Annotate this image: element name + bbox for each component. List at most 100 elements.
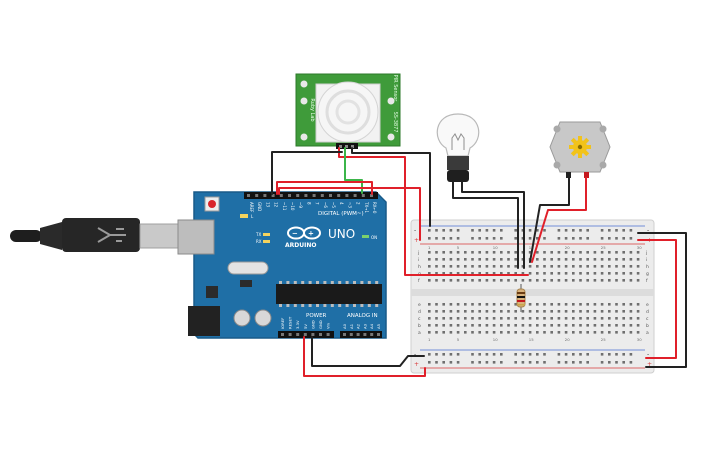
rail-hole[interactable] [514,361,517,364]
digital-pin-hole[interactable] [247,194,250,197]
terminal-hole[interactable] [550,258,553,261]
rail-hole[interactable] [622,353,625,356]
digital-pin-hole[interactable] [263,194,267,197]
terminal-hole[interactable] [500,324,503,327]
terminal-hole[interactable] [442,310,445,313]
terminal-hole[interactable] [615,251,618,254]
terminal-hole[interactable] [435,251,438,254]
rail-hole[interactable] [528,361,532,364]
terminal-hole[interactable] [456,303,460,306]
power-pin-hole[interactable] [319,333,322,336]
terminal-hole[interactable] [543,258,546,261]
terminal-hole[interactable] [456,310,460,313]
terminal-hole[interactable] [615,310,618,313]
terminal-hole[interactable] [500,265,503,268]
terminal-hole[interactable] [536,310,539,313]
terminal-hole[interactable] [528,310,532,313]
rail-hole[interactable] [557,361,561,364]
rail-hole[interactable] [449,361,453,364]
terminal-hole[interactable] [528,303,532,306]
rail-hole[interactable] [579,229,582,232]
digital-pin-hole[interactable] [361,194,365,197]
terminal-hole[interactable] [521,265,525,268]
power-pin-hole[interactable] [311,333,315,336]
terminal-hole[interactable] [550,251,553,254]
rail-hole[interactable] [586,353,589,356]
terminal-hole[interactable] [615,331,618,334]
terminal-hole[interactable] [521,331,525,334]
terminal-hole[interactable] [636,265,640,268]
terminal-hole[interactable] [435,324,438,327]
terminal-hole[interactable] [442,324,445,327]
rail-hole[interactable] [485,229,489,232]
terminal-hole[interactable] [608,258,611,261]
power-pin-hole[interactable] [288,333,292,336]
rail-hole[interactable] [579,361,582,364]
terminal-hole[interactable] [528,331,532,334]
terminal-hole[interactable] [528,265,532,268]
terminal-hole[interactable] [593,324,597,327]
rail-hole[interactable] [536,361,539,364]
analog-pin-hole[interactable] [349,333,353,336]
rail-hole[interactable] [622,361,625,364]
terminal-hole[interactable] [564,279,568,282]
terminal-hole[interactable] [593,303,597,306]
terminal-hole[interactable] [485,310,489,313]
power-pin-hole[interactable] [326,333,330,336]
power-pin-hole[interactable] [281,333,284,336]
digital-pin-hole[interactable] [312,194,316,197]
rail-hole[interactable] [492,361,496,364]
terminal-hole[interactable] [521,251,525,254]
terminal-hole[interactable] [557,265,561,268]
rail-hole[interactable] [435,353,438,356]
terminal-hole[interactable] [557,272,561,275]
terminal-hole[interactable] [636,317,640,320]
terminal-hole[interactable] [593,310,597,313]
terminal-hole[interactable] [507,258,510,261]
terminal-hole[interactable] [464,324,467,327]
terminal-hole[interactable] [442,265,445,268]
pir-pin-vcc[interactable] [339,145,342,148]
digital-pin-hole[interactable] [279,194,283,197]
rail-hole[interactable] [543,229,546,232]
usb-cable[interactable] [10,218,179,252]
terminal-hole[interactable] [449,272,453,275]
terminal-hole[interactable] [507,279,510,282]
analog-pin-hole[interactable] [356,333,360,336]
resistor[interactable] [516,284,526,312]
rail-hole[interactable] [543,237,546,240]
terminal-hole[interactable] [572,303,575,306]
terminal-hole[interactable] [622,272,625,275]
terminal-hole[interactable] [428,272,431,275]
terminal-hole[interactable] [586,272,589,275]
power-pin-hole[interactable] [296,333,300,336]
rail-hole[interactable] [514,237,517,240]
rail-hole[interactable] [536,353,539,356]
terminal-hole[interactable] [478,310,481,313]
terminal-hole[interactable] [521,310,525,313]
terminal-hole[interactable] [536,265,539,268]
terminal-hole[interactable] [456,251,460,254]
terminal-hole[interactable] [478,265,481,268]
terminal-hole[interactable] [550,265,553,268]
rail-hole[interactable] [435,229,438,232]
terminal-hole[interactable] [442,279,445,282]
analog-pin-hole[interactable] [370,333,374,336]
rail-hole[interactable] [600,353,604,356]
terminal-hole[interactable] [550,310,553,313]
terminal-hole[interactable] [572,258,575,261]
rail-hole[interactable] [435,361,438,364]
rail-hole[interactable] [428,361,431,364]
terminal-hole[interactable] [615,272,618,275]
terminal-hole[interactable] [600,258,604,261]
terminal-hole[interactable] [492,251,496,254]
terminal-hole[interactable] [428,258,431,261]
terminal-hole[interactable] [550,279,553,282]
terminal-hole[interactable] [500,258,503,261]
digital-pin-hole[interactable] [353,194,357,197]
terminal-hole[interactable] [608,272,611,275]
rail-hole[interactable] [442,229,445,232]
terminal-hole[interactable] [492,310,496,313]
terminal-hole[interactable] [449,251,453,254]
rail-hole[interactable] [521,237,525,240]
